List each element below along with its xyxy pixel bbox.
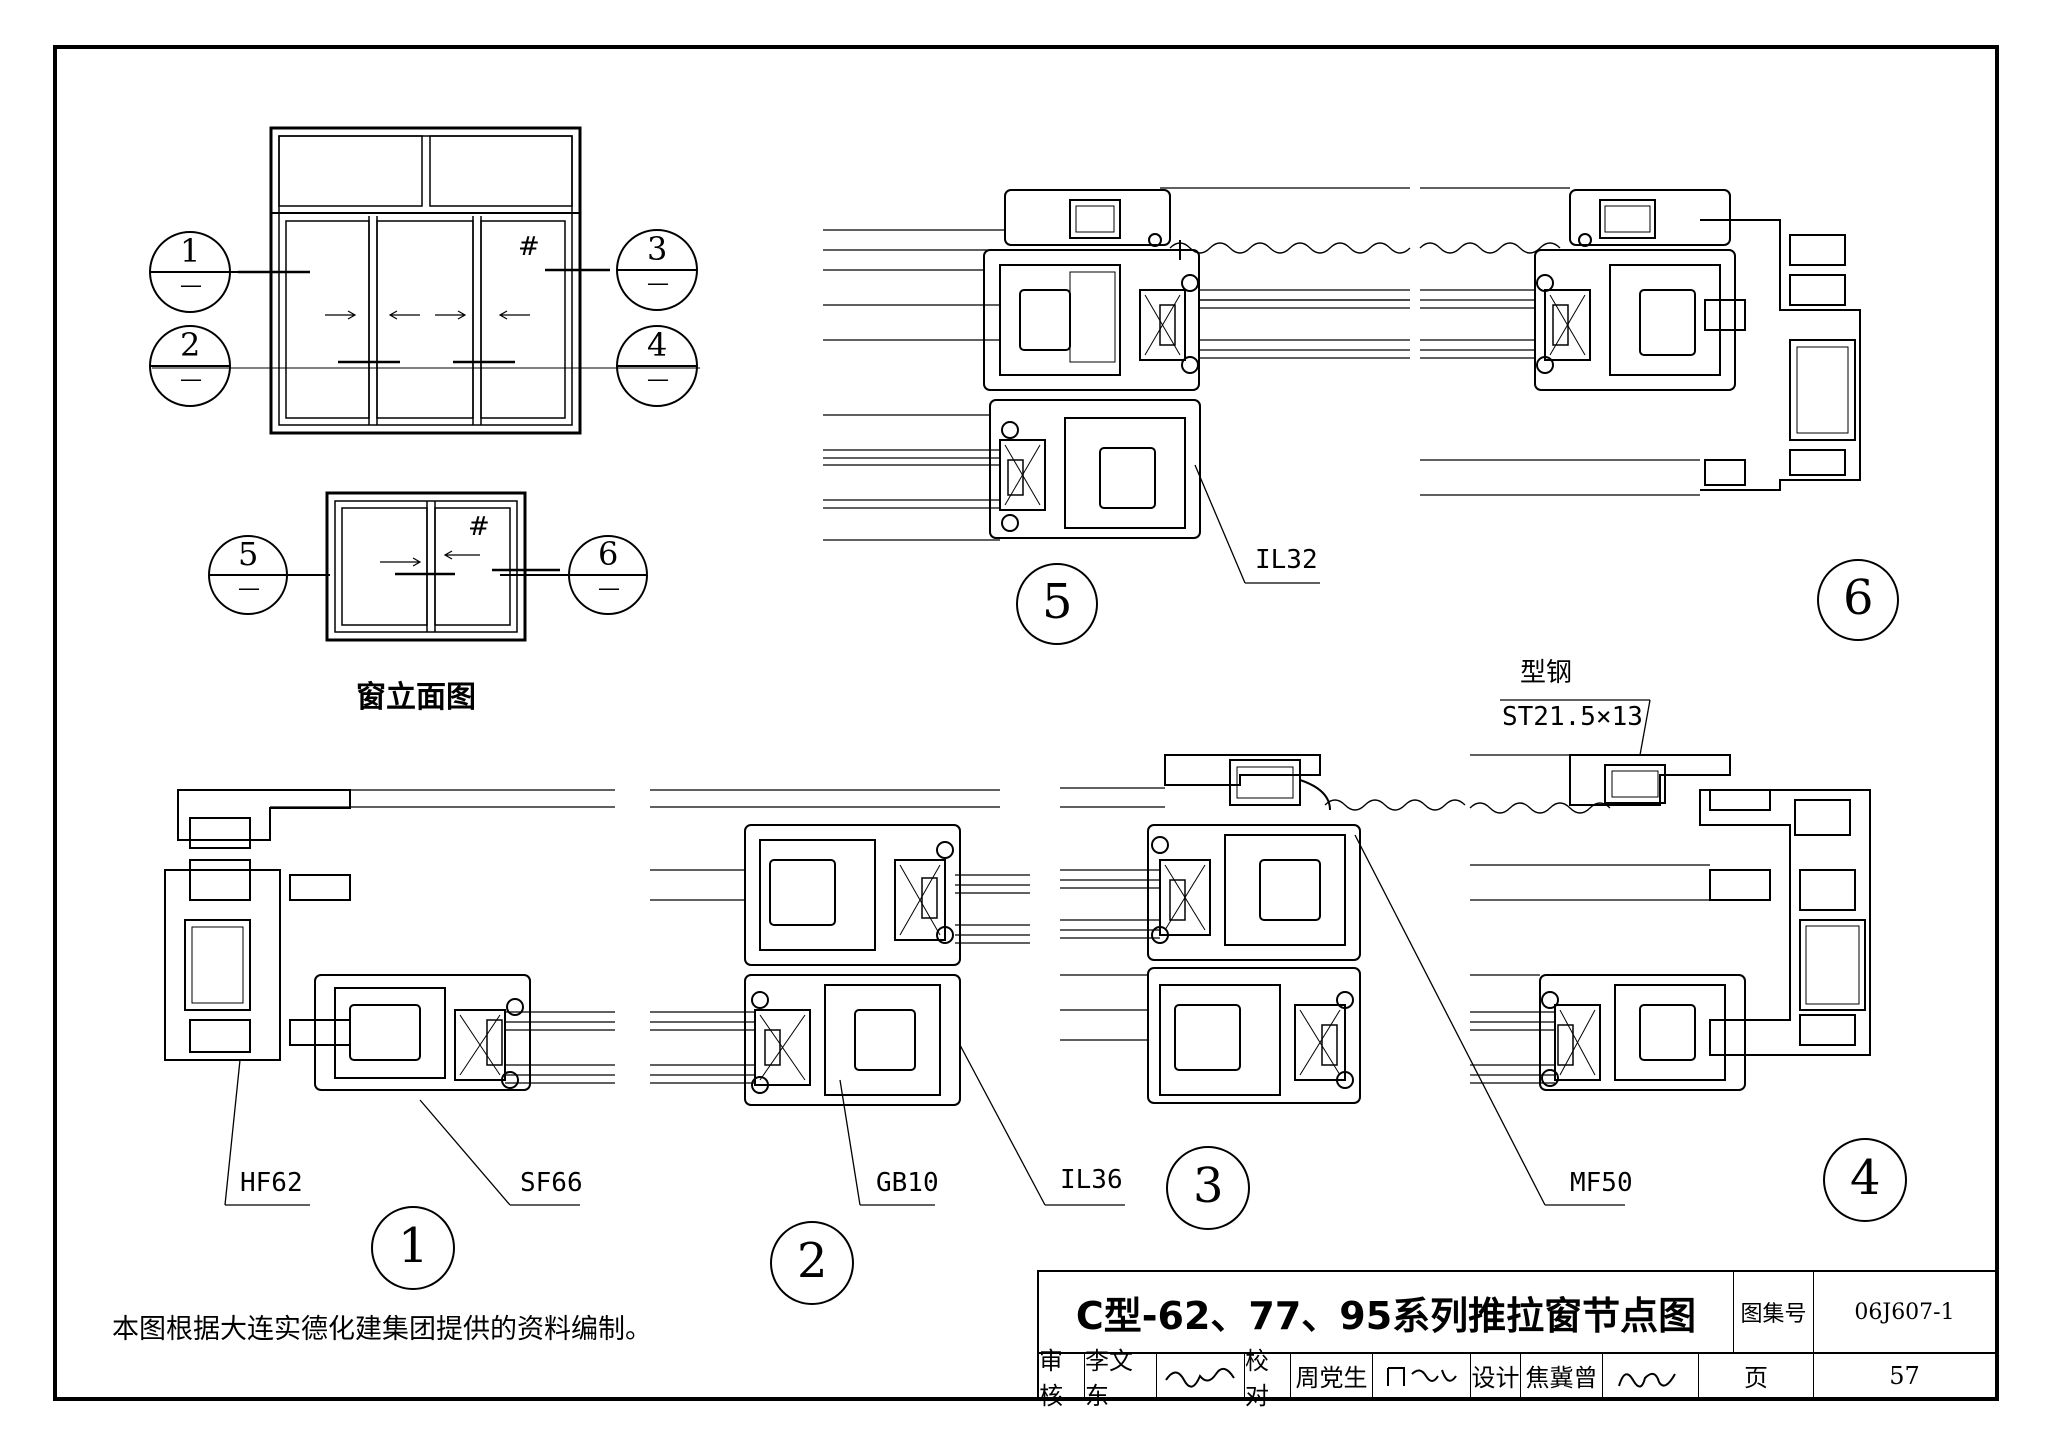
fixed-mark-large: # [518, 232, 540, 262]
bubble-3-label: 3 [647, 230, 668, 268]
label-mf50: MF50 [1570, 1168, 1633, 1198]
section-5-profile [983, 189, 1201, 539]
checker-signature-mark [1386, 1366, 1457, 1386]
bubble-5-circle [1016, 563, 1098, 645]
section-1-number: 1 [398, 1218, 429, 1274]
bubble-4-label: 4 [647, 326, 668, 364]
drawing-title: C型-62、77、95系列推拉窗节点图 [1039, 1272, 1734, 1352]
page-number: 57 [1889, 1361, 1920, 1390]
label-sf66: SF66 [520, 1168, 583, 1198]
section-6-number: 6 [1843, 570, 1874, 626]
section-4-number: 4 [1850, 1150, 1881, 1206]
atlas-label: 图集号 [1734, 1272, 1814, 1352]
section-3-profile [1147, 754, 1466, 1104]
section-4-leaders [1470, 699, 1710, 1084]
section-1-leaders [224, 789, 615, 1206]
section-6-profile [1419, 189, 1861, 491]
section-2-profile [744, 824, 961, 1106]
elevation-caption: 窗立面图 [356, 680, 476, 715]
bubble-2-label: 2 [180, 326, 201, 364]
window-elevation-large [152, 126, 700, 435]
checker-name: 周党生 [1291, 1354, 1373, 1397]
section-3-leaders [1060, 787, 1625, 1206]
designer-name: 焦冀曾 [1521, 1354, 1603, 1397]
bubble-2-circle [770, 1221, 854, 1305]
page-label: 页 [1699, 1354, 1814, 1397]
title-block-divider [1039, 1352, 1995, 1354]
label-steel-size: ST21.5×13 [1502, 702, 1643, 732]
section-4-profile [1469, 754, 1871, 1091]
label-gb10: GB10 [876, 1168, 939, 1198]
section-1-profile [164, 789, 531, 1091]
label-il36: IL36 [1060, 1165, 1123, 1195]
bubble-1-circle [371, 1206, 455, 1290]
design-label: 设计 [1471, 1354, 1521, 1397]
section-5-leaders [823, 187, 1411, 584]
bubble-2-dash: — [180, 367, 202, 392]
atlas-number: 06J607-1 [1854, 1299, 1955, 1325]
review-label: 审核 [1039, 1347, 1085, 1410]
bubble-5-label: 5 [238, 535, 259, 573]
section-3-number: 3 [1193, 1158, 1224, 1214]
check-label: 校对 [1245, 1347, 1291, 1410]
section-2-number: 2 [797, 1233, 828, 1289]
fixed-mark-small: # [468, 512, 490, 542]
bubble-3-circle [1166, 1146, 1250, 1230]
section-6-leaders [1420, 187, 1700, 496]
source-note: 本图根据大连实德化建集团提供的资料编制。 [112, 1314, 652, 1345]
sheet-border [53, 45, 1999, 1401]
title-block: C型-62、77、95系列推拉窗节点图 图集号 06J607-1 审核 李文东 … [1037, 1270, 1997, 1410]
bubble-5-dash: — [238, 576, 260, 601]
elevation-bubbles [149, 229, 698, 615]
bubble-3-dash: — [647, 271, 669, 296]
section-5-number: 5 [1042, 574, 1073, 630]
section-2-leaders [650, 789, 1125, 1206]
designer-signature [1603, 1354, 1699, 1397]
bubble-6-label: 6 [598, 535, 619, 573]
label-il32: IL32 [1255, 545, 1318, 575]
bubble-6-dash: — [598, 576, 620, 601]
bubble-1-label: 1 [180, 232, 201, 270]
bubble-1-dash: — [180, 273, 202, 298]
bubble-4-circle [1823, 1138, 1907, 1222]
reviewer-signature [1157, 1354, 1245, 1397]
bubble-4-dash: — [647, 367, 669, 392]
bubble-6-circle [1817, 559, 1899, 641]
reviewer-name: 李文东 [1085, 1347, 1157, 1410]
reviewer-signature-mark [1164, 1367, 1235, 1387]
window-elevation-small [325, 491, 560, 642]
designer-signature-mark [1617, 1372, 1676, 1387]
label-hf62: HF62 [240, 1168, 303, 1198]
checker-signature [1373, 1354, 1471, 1397]
label-steel-name: 型钢 [1520, 658, 1573, 688]
